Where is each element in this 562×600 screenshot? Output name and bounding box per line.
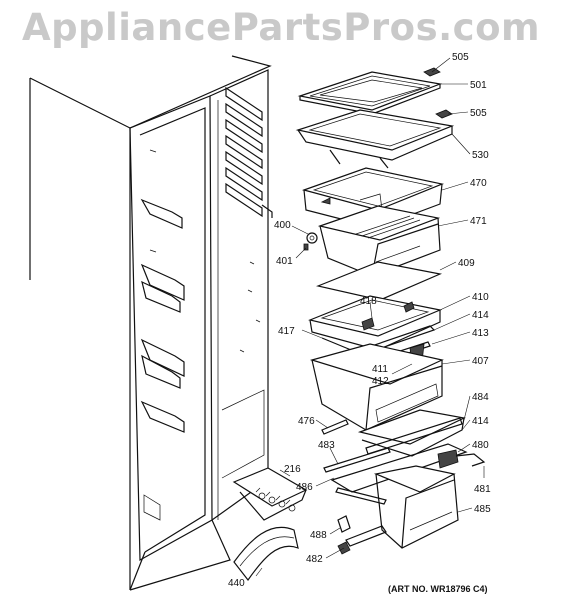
callout-418: 418 <box>360 296 377 307</box>
callout-413: 413 <box>472 328 489 339</box>
shelf-530 <box>295 109 455 169</box>
callout-530: 530 <box>472 150 489 161</box>
callout-501: 501 <box>470 80 487 91</box>
callout-484: 484 <box>472 392 489 403</box>
callout-407: 407 <box>472 356 489 367</box>
callout-480: 480 <box>472 440 489 451</box>
watermark: AppliancePartsPros.com <box>21 6 541 49</box>
callout-440: 440 <box>228 578 245 589</box>
callout-486: 486 <box>296 482 313 493</box>
panel-409 <box>315 261 443 301</box>
callout-216: 216 <box>284 464 301 475</box>
shelf-501 <box>297 67 443 115</box>
callout-482: 482 <box>306 554 323 565</box>
slides-480 <box>323 443 486 505</box>
callout-412: 412 <box>372 376 389 387</box>
pan-485 <box>373 465 459 549</box>
parts-488-482 <box>337 515 387 555</box>
callout-410: 410 <box>472 292 489 303</box>
leader-lines <box>255 57 485 577</box>
rod-476 <box>321 419 349 435</box>
callout-400: 400 <box>274 220 291 231</box>
callout-417: 417 <box>278 326 295 337</box>
callout-labels: 505 501 505 530 470 471 400 401 409 410 … <box>228 52 491 594</box>
callout-505: 505 <box>452 52 469 63</box>
panel-440 <box>233 526 299 582</box>
callout-409: 409 <box>458 258 475 269</box>
bin-216 <box>232 467 308 521</box>
callout-470: 470 <box>470 178 487 189</box>
frame-484 <box>357 409 466 457</box>
callout-414b: 414 <box>472 416 489 427</box>
callout-488: 488 <box>310 530 327 541</box>
callout-471: 471 <box>470 216 487 227</box>
cabinet-body <box>29 55 273 591</box>
callout-401: 401 <box>276 256 293 267</box>
callout-485: 485 <box>474 504 491 515</box>
callout-476: 476 <box>298 416 315 427</box>
art-number: (ART NO. WR18796 C4) <box>388 584 488 594</box>
callout-505b: 505 <box>470 108 487 119</box>
callout-414: 414 <box>472 310 489 321</box>
callout-481: 481 <box>474 484 491 495</box>
part-400-401 <box>303 232 318 251</box>
callout-483: 483 <box>318 440 335 451</box>
callout-411: 411 <box>372 364 388 375</box>
